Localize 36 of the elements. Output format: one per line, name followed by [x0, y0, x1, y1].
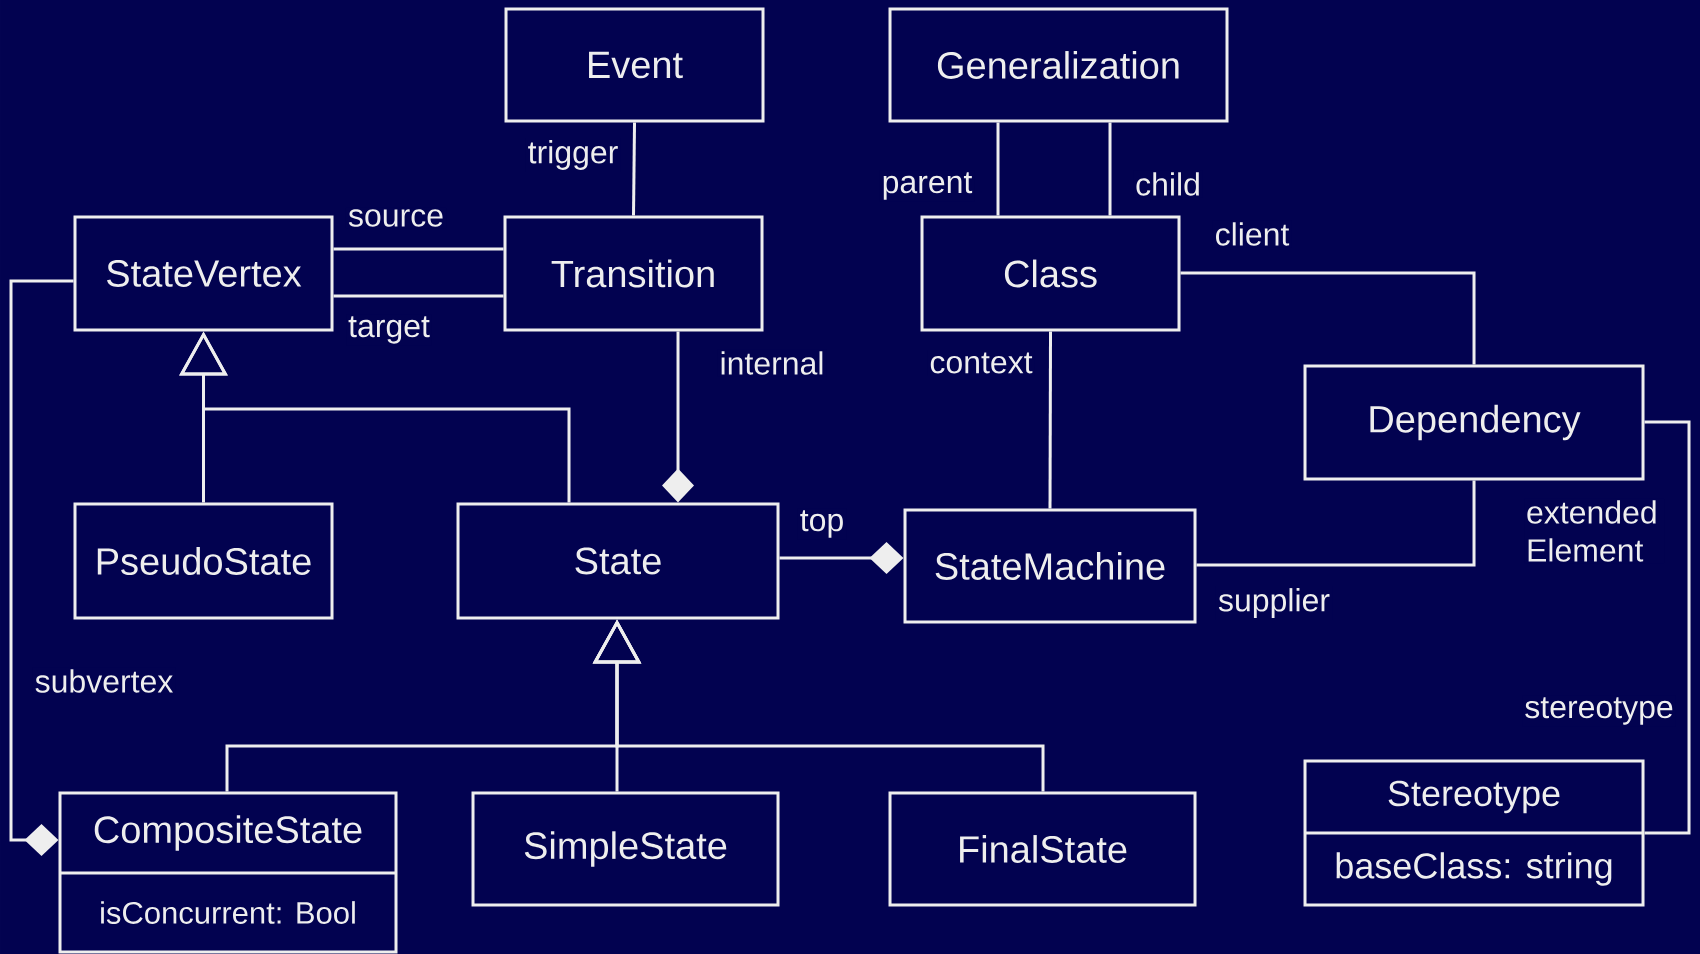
role-label: parent — [879, 170, 975, 202]
association-line — [1196, 480, 1476, 567]
role-label: extended Element — [1524, 498, 1664, 564]
class-box: State — [456, 502, 780, 620]
association-line — [1180, 271, 1476, 365]
role-label: child — [1133, 170, 1203, 198]
composition-line — [9, 279, 74, 856]
role-label: stereotype — [1522, 695, 1676, 727]
association-line — [333, 247, 504, 251]
role-label: internal — [717, 349, 827, 377]
class-box: Transition — [503, 215, 764, 332]
class-box: SimpleState — [471, 791, 780, 907]
class-box: Event — [504, 7, 765, 123]
role-label: top — [797, 508, 847, 540]
role-label: source — [346, 207, 447, 229]
class-box: Stereotype baseClass: string — [1303, 759, 1645, 907]
class-box: Class — [920, 215, 1181, 332]
association-line — [996, 122, 1000, 216]
association-line — [632, 122, 636, 216]
role-label: client — [1212, 220, 1292, 248]
class-box: Dependency — [1303, 364, 1645, 481]
association-line — [333, 294, 504, 298]
class-box: CompositeState isConcurrent: Bool — [58, 791, 398, 954]
association-line — [1644, 420, 1691, 835]
role-label: subvertex — [32, 667, 176, 695]
class-box: StateMachine — [903, 508, 1197, 624]
role-label: supplier — [1216, 586, 1333, 620]
class-box: PseudoState — [73, 502, 334, 620]
association-line — [1108, 122, 1112, 216]
class-box: StateVertex — [73, 215, 334, 332]
role-label: trigger — [525, 138, 621, 172]
association-line — [1048, 331, 1052, 509]
class-box: FinalState — [888, 791, 1197, 907]
class-box: Generalization — [888, 7, 1229, 123]
role-label: target — [346, 314, 432, 346]
role-label: context — [927, 350, 1035, 376]
